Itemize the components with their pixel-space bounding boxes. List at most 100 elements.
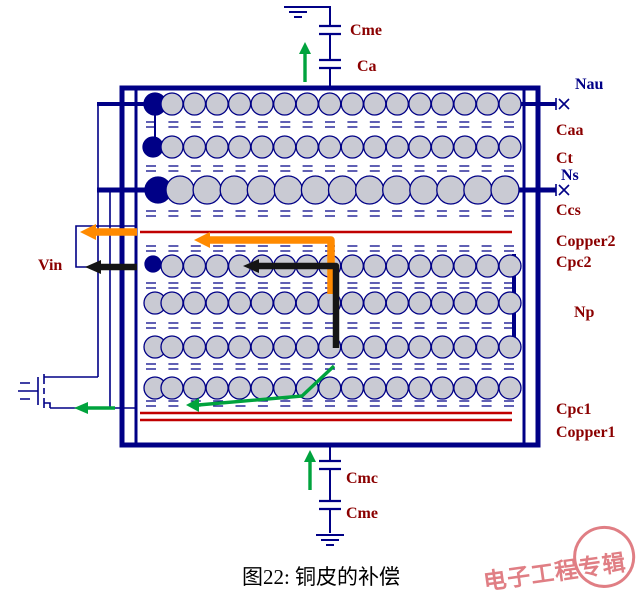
capacitance-tick-icon	[146, 282, 156, 289]
capacitance-tick-icon	[302, 121, 313, 128]
capacitor-cmc-icon	[319, 459, 341, 471]
capacitance-tick-icon	[235, 165, 246, 172]
capacitance-tick-icon	[392, 121, 403, 128]
capacitance-tick-icon	[280, 210, 291, 217]
label-ca: Ca	[357, 58, 377, 75]
winding-turn	[430, 254, 455, 278]
capacitance-tick-icon	[414, 245, 425, 252]
capacitance-tick-icon	[302, 245, 313, 252]
capacitance-tick-icon	[235, 322, 246, 329]
green-arrow-head-icon	[299, 42, 311, 54]
label-cpc1: Cpc1	[556, 401, 592, 418]
winding-turn	[436, 175, 466, 205]
capacitance-tick-icon	[257, 363, 268, 370]
capacitance-tick-icon	[414, 322, 425, 329]
winding-turn	[295, 92, 319, 116]
black-arrow-inner-line	[258, 262, 340, 348]
winding-turn	[160, 92, 184, 116]
ground-icon	[284, 6, 312, 18]
capacitance-tick-icon	[459, 210, 470, 217]
winding-turn	[192, 175, 222, 205]
capacitance-tick-icon	[392, 322, 403, 329]
winding-turn	[340, 135, 364, 159]
winding-turn	[430, 376, 455, 400]
winding-turn	[382, 175, 412, 205]
capacitance-tick-icon	[504, 245, 514, 252]
capacitance-tick-icon	[436, 363, 447, 370]
winding-turn	[430, 335, 455, 359]
top-green-current-arrow	[299, 42, 311, 82]
bottom-ground-branch	[316, 445, 344, 546]
winding-turn	[219, 175, 249, 205]
winding-turn	[498, 335, 522, 359]
capacitance-tick-icon	[190, 165, 201, 172]
label-vin: Vin	[38, 257, 62, 274]
capacitance-tick-icon	[392, 245, 403, 252]
winding-turn	[227, 291, 252, 315]
capacitance-tick-icon	[213, 121, 224, 128]
capacitance-tick-icon	[504, 165, 514, 172]
ns-terminal-icon	[555, 184, 570, 196]
figure-caption: 图22: 铜皮的补偿	[241, 565, 401, 589]
capacitance-tick-icon	[146, 210, 156, 217]
capacitance-tick-icon	[257, 245, 268, 252]
winding-turn	[295, 335, 319, 359]
capacitance-tick-icon	[459, 363, 470, 370]
winding-turn	[498, 291, 522, 315]
capacitance-tick-icon	[302, 363, 313, 370]
winding-turn	[340, 92, 364, 116]
capacitance-tick-icon	[347, 363, 358, 370]
capacitance-tick-icon	[280, 165, 291, 172]
black-arrow-out-head-icon	[85, 260, 101, 274]
winding-turn	[475, 335, 500, 359]
label-cme-top: Cme	[350, 22, 382, 39]
capacitance-tick-icon	[369, 210, 380, 217]
capacitance-tick-icon	[347, 245, 358, 252]
capacitance-tick-icon	[302, 210, 313, 217]
winding-turn	[408, 92, 432, 116]
capacitance-tick-icon	[504, 121, 514, 128]
winding-turn	[475, 254, 500, 278]
black-current-arrows	[85, 259, 340, 348]
capacitance-tick-icon	[213, 282, 224, 289]
winding-turn	[453, 291, 477, 315]
label-ns: Ns	[561, 167, 579, 184]
capacitance-tick-icon	[190, 210, 201, 217]
winding-turn	[430, 135, 455, 159]
capacitance-tick-icon	[213, 322, 224, 329]
capacitance-tick-icon	[190, 322, 201, 329]
winding-turn	[205, 254, 229, 278]
winding-turn	[340, 254, 364, 278]
capacitance-tick-icon	[325, 121, 335, 128]
capacitance-tick-icon	[235, 121, 246, 128]
winding-turn	[475, 376, 500, 400]
winding-turn	[385, 335, 409, 359]
winding-turn	[227, 135, 252, 159]
orange-arrow-inner-head-icon	[194, 232, 210, 248]
winding-turn	[182, 254, 207, 278]
capacitance-tick-icon	[347, 165, 358, 172]
capacitance-tick-icon	[504, 363, 514, 370]
winding-turn	[295, 135, 319, 159]
winding-turn	[300, 175, 331, 205]
winding-turns	[142, 92, 522, 400]
capacitance-tick-icon	[235, 282, 246, 289]
winding-turn	[409, 175, 439, 205]
capacitance-tick-icon	[369, 363, 380, 370]
capacitance-tick-icon	[168, 210, 179, 217]
winding-turn	[475, 291, 500, 315]
winding-turn	[475, 92, 500, 116]
winding-turn	[363, 135, 387, 159]
capacitance-tick-icon	[504, 210, 514, 217]
winding-turn	[430, 92, 455, 116]
label-np: Np	[574, 304, 595, 321]
capacitor-cme-bottom-icon	[319, 499, 341, 511]
capacitance-tick-icon	[392, 400, 403, 407]
winding-turn	[160, 135, 184, 159]
winding-turn	[340, 335, 364, 359]
winding-turn	[490, 175, 520, 205]
capacitor-ca-icon	[319, 58, 341, 70]
capacitance-tick-icon	[257, 322, 268, 329]
capacitance-tick-icon	[369, 121, 380, 128]
